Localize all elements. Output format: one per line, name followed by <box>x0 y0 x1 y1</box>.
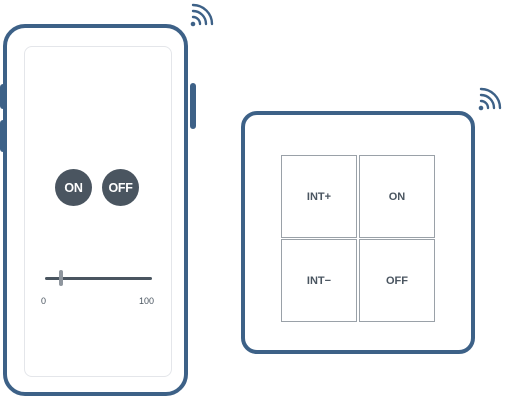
phone-on-button[interactable]: ON <box>55 169 92 206</box>
slider-min-label: 0 <box>41 296 47 306</box>
dimmer-slider-track[interactable] <box>45 277 152 280</box>
phone-side-button-left-lower <box>0 120 6 152</box>
switch-key-int-plus[interactable]: INT+ <box>281 155 357 238</box>
phone-side-button-right <box>190 83 196 129</box>
wifi-icon <box>478 87 502 111</box>
wall-switch-panel <box>241 111 475 354</box>
phone-frame <box>3 24 188 396</box>
slider-max-label: 100 <box>139 296 155 306</box>
phone-off-button[interactable]: OFF <box>102 169 139 206</box>
dimmer-slider-thumb[interactable] <box>59 270 63 286</box>
wifi-icon <box>190 3 214 27</box>
phone-screen <box>24 46 172 377</box>
phone-side-button-left <box>0 84 6 109</box>
switch-key-off[interactable]: OFF <box>359 239 435 322</box>
switch-key-int-minus[interactable]: INT− <box>281 239 357 322</box>
switch-key-on[interactable]: ON <box>359 155 435 238</box>
